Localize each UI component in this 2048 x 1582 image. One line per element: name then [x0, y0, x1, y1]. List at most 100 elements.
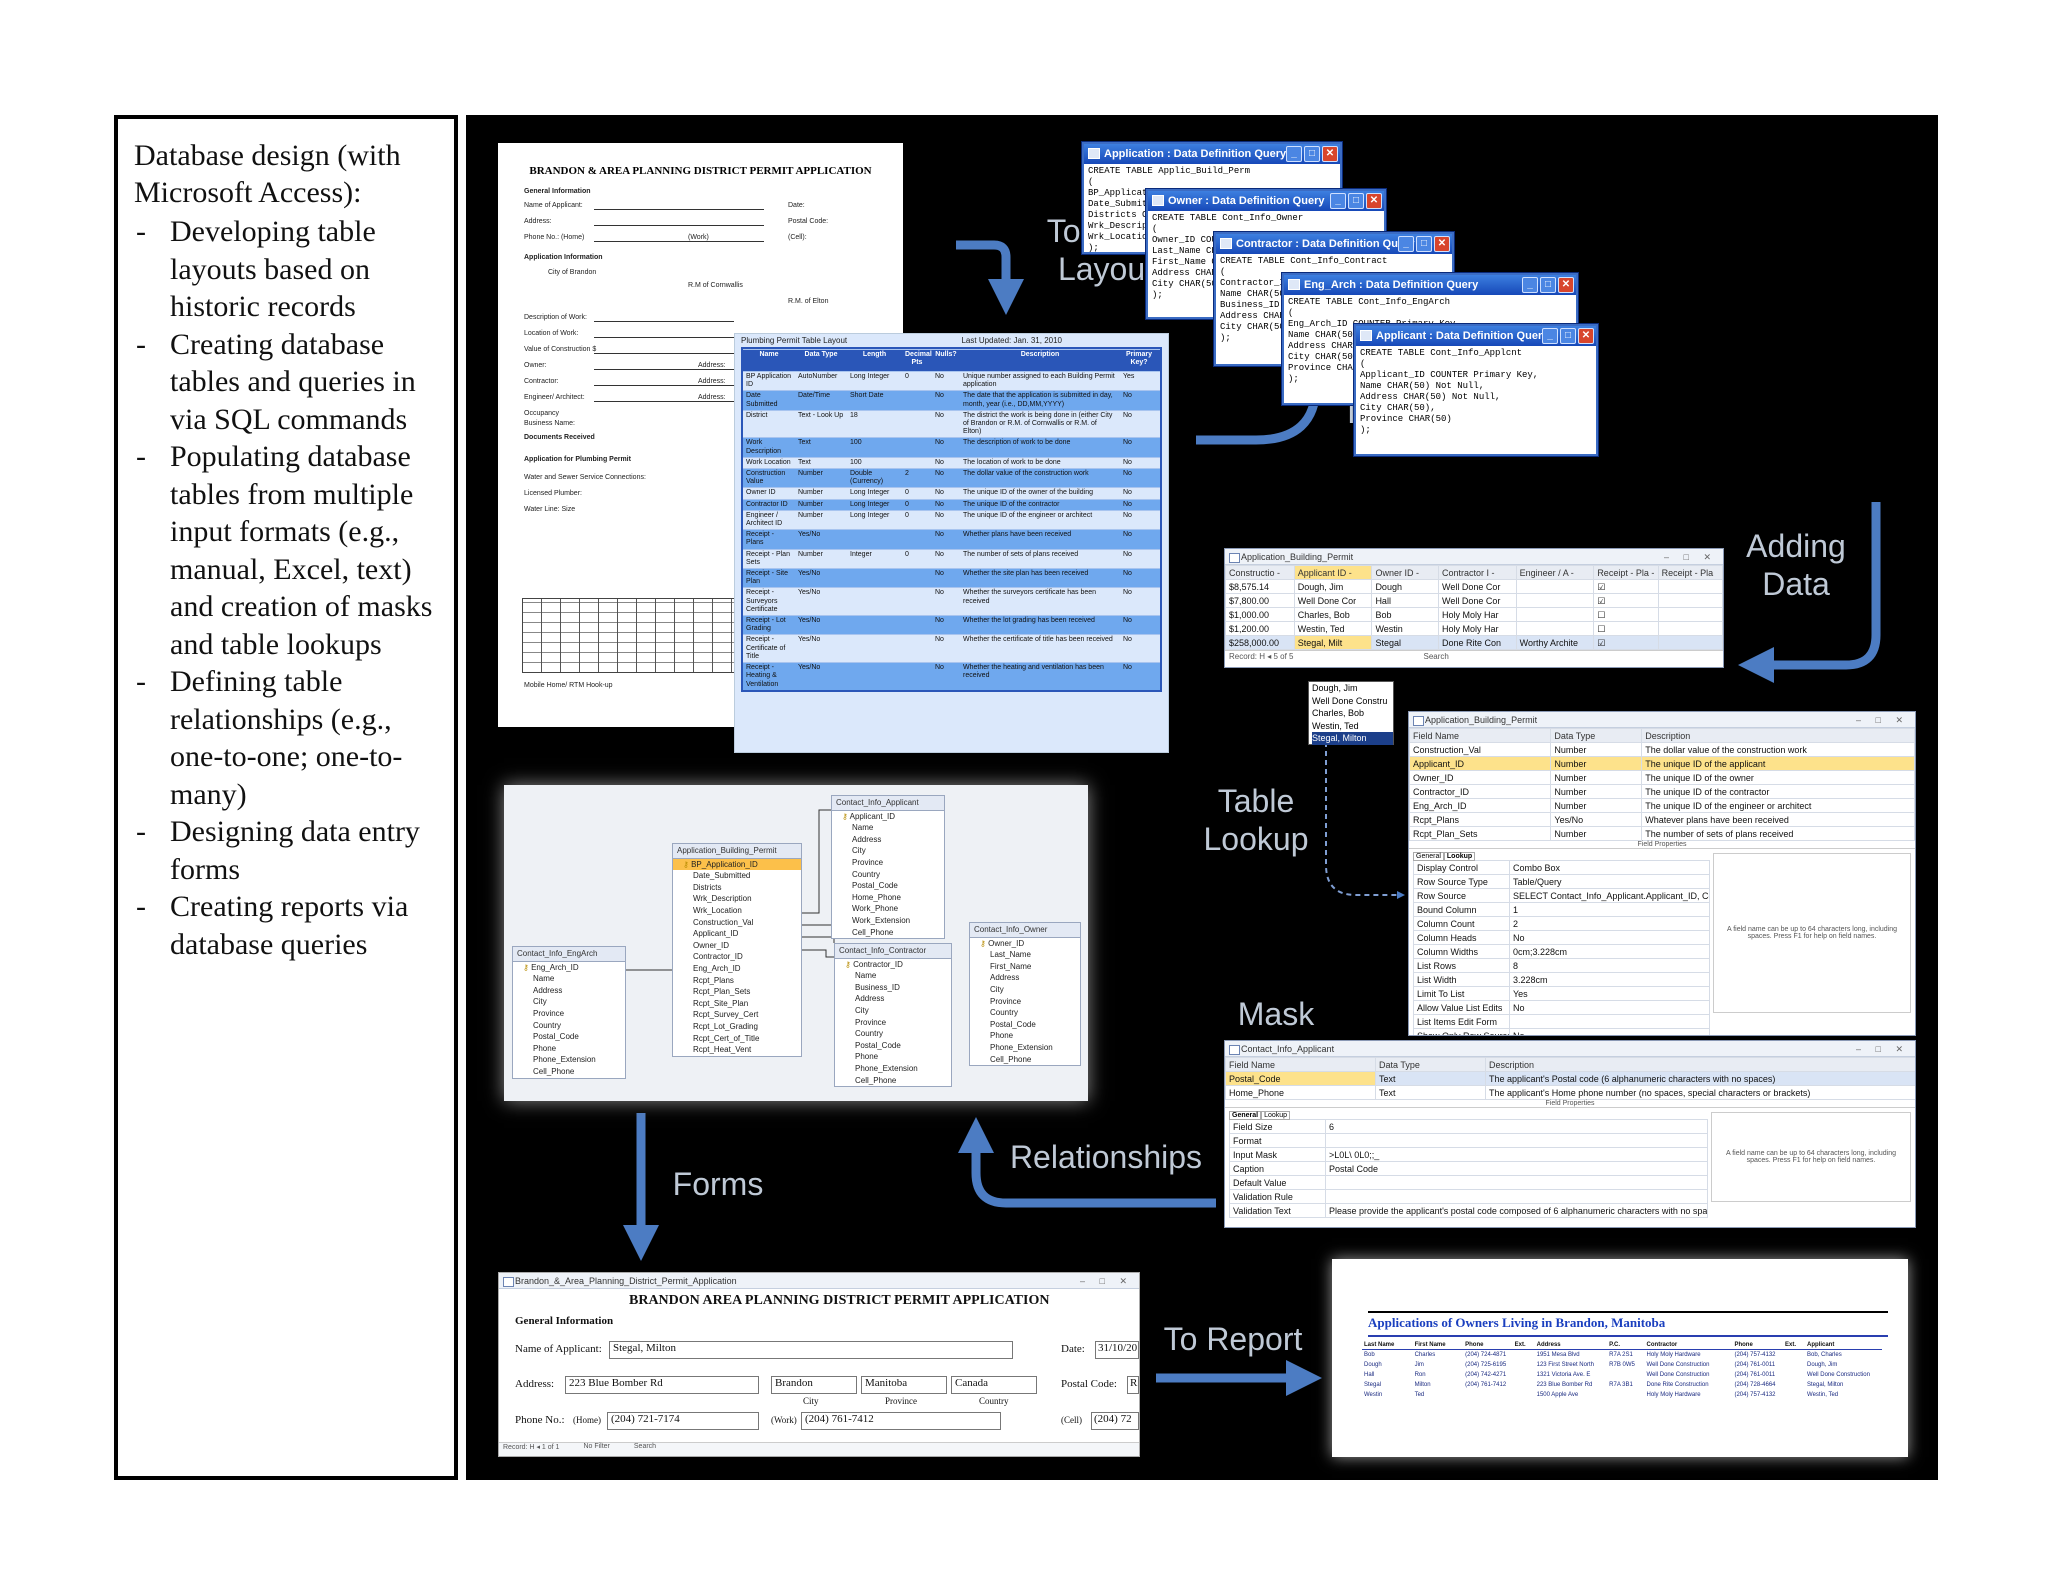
table-cell[interactable]: 3.228cm: [1509, 972, 1710, 987]
address-field[interactable]: 223 Blue Bomber Rd: [565, 1376, 759, 1394]
rel-field[interactable]: Phone_Extension: [533, 1055, 596, 1065]
minimize-icon[interactable]: _: [1542, 328, 1558, 344]
table-cell[interactable]: Charles, Bob: [1293, 607, 1373, 622]
table-cell[interactable]: Hall: [1371, 593, 1439, 608]
rel-field[interactable]: Rcpt_Plan_Sets: [693, 987, 751, 997]
sql-window-titlebar[interactable]: Eng_Arch : Data Definition Query_□✕: [1284, 275, 1576, 295]
minimize-icon[interactable]: _: [1522, 277, 1538, 293]
rel-field[interactable]: BP_Application_ID: [673, 858, 801, 871]
table-cell[interactable]: Dough, Jim: [1293, 579, 1373, 594]
rel-field[interactable]: Work_Extension: [852, 915, 911, 925]
rel-field[interactable]: Country: [533, 1020, 562, 1030]
rel-table-name[interactable]: Contact_Info_Owner: [970, 923, 1080, 938]
table-cell[interactable]: Display Control: [1413, 860, 1510, 875]
close-icon[interactable]: ✕: [1558, 277, 1574, 293]
table-cell[interactable]: Allow Value List Edits: [1413, 1000, 1510, 1015]
rel-field[interactable]: Owner_ID: [970, 938, 1080, 950]
rel-field[interactable]: Province: [855, 1017, 887, 1027]
table-cell[interactable]: [1325, 1175, 1708, 1190]
rel-field[interactable]: Name: [855, 971, 877, 981]
table-cell[interactable]: Text: [1375, 1071, 1486, 1086]
rel-field[interactable]: Rcpt_Site_Plan: [693, 998, 749, 1008]
rel-field[interactable]: Address: [533, 985, 563, 995]
close-icon[interactable]: ✕: [1322, 146, 1338, 162]
table-cell[interactable]: [1515, 579, 1595, 594]
rel-field[interactable]: City: [533, 997, 547, 1007]
column-header[interactable]: Data Type: [1550, 728, 1643, 743]
table-cell[interactable]: Validation Text: [1229, 1203, 1326, 1218]
table-cell[interactable]: Well Done Cor: [1293, 593, 1373, 608]
rel-field[interactable]: Owner_ID: [693, 940, 730, 950]
table-cell[interactable]: Eng_Arch_ID: [1409, 798, 1552, 813]
close-icon[interactable]: ✕: [1366, 193, 1382, 209]
table-cell[interactable]: $1,200.00: [1225, 621, 1295, 636]
tab-lookup[interactable]: Lookup: [1261, 1111, 1291, 1120]
property-row[interactable]: Format: [1229, 1133, 1708, 1148]
table-cell[interactable]: No: [1509, 1028, 1710, 1035]
table-cell[interactable]: Field Size: [1229, 1119, 1326, 1134]
rel-field[interactable]: Address: [855, 994, 885, 1004]
dropdown-option[interactable]: Charles, Bob: [1312, 708, 1365, 718]
rel-field[interactable]: Province: [990, 996, 1022, 1006]
rel-field[interactable]: Name: [852, 823, 874, 833]
property-row[interactable]: Default Value: [1229, 1175, 1708, 1190]
dropdown-option[interactable]: Stegal, Milton: [1312, 732, 1393, 745]
table-cell[interactable]: Number: [1550, 784, 1643, 799]
form-filter[interactable]: No Filter: [583, 1443, 610, 1450]
table-cell[interactable]: The unique ID of the owner: [1641, 770, 1915, 785]
table-cell[interactable]: Default Value: [1229, 1175, 1326, 1190]
table-cell[interactable]: ☑: [1593, 579, 1659, 594]
close-icon[interactable]: ✕: [1578, 328, 1594, 344]
rel-field[interactable]: Rcpt_Lot_Grading: [693, 1021, 758, 1031]
table-cell[interactable]: No: [1509, 930, 1710, 945]
table-cell[interactable]: Yes: [1509, 986, 1710, 1001]
rel-field[interactable]: Postal_Code: [855, 1040, 901, 1050]
table-cell[interactable]: Worthy Archite: [1515, 635, 1595, 650]
minimize-icon[interactable]: _: [1398, 236, 1414, 252]
table-cell[interactable]: List Width: [1413, 972, 1510, 987]
rel-field[interactable]: Country: [990, 1008, 1019, 1018]
form-search[interactable]: Search: [633, 1443, 657, 1450]
rel-field[interactable]: First_Name: [990, 961, 1032, 971]
table-cell[interactable]: ☐: [1593, 621, 1659, 636]
table-cell[interactable]: Text: [1375, 1085, 1486, 1100]
table-cell[interactable]: Stegal: [1371, 635, 1439, 650]
table-cell[interactable]: List Rows: [1413, 958, 1510, 973]
table-cell[interactable]: Whatever plans have been received: [1641, 812, 1915, 827]
table-cell[interactable]: Column Heads: [1413, 930, 1510, 945]
rel-field[interactable]: Postal_Code: [533, 1032, 579, 1042]
table-cell[interactable]: No: [1509, 1000, 1710, 1015]
minimize-icon[interactable]: _: [1286, 146, 1302, 162]
minimize-icon[interactable]: _: [1330, 193, 1346, 209]
maximize-icon[interactable]: □: [1416, 236, 1432, 252]
maximize-icon[interactable]: □: [1560, 328, 1576, 344]
table-cell[interactable]: $1,000.00: [1225, 607, 1295, 622]
tab-lookup[interactable]: Lookup: [1443, 852, 1476, 861]
rel-field[interactable]: Postal_Code: [990, 1019, 1036, 1029]
datasheet-search[interactable]: Search: [1423, 652, 1449, 661]
rel-field[interactable]: Name: [533, 974, 555, 984]
table-cell[interactable]: Holy Moly Har: [1438, 607, 1517, 622]
table-cell[interactable]: The applicant's Home phone number (no sp…: [1485, 1085, 1915, 1100]
table-cell[interactable]: 0cm;3.228cm: [1509, 944, 1710, 959]
table-cell[interactable]: [1657, 607, 1723, 622]
dropdown-option[interactable]: Dough, Jim: [1312, 683, 1358, 693]
column-header[interactable]: Receipt - Pla: [1657, 565, 1723, 580]
rel-field[interactable]: Country: [852, 869, 881, 879]
table-cell[interactable]: Row Source Type: [1413, 874, 1510, 889]
rel-field[interactable]: Applicant_ID: [832, 811, 944, 823]
table-cell[interactable]: Format: [1229, 1133, 1326, 1148]
table-cell[interactable]: Show Only Row Source V: [1413, 1028, 1510, 1035]
close-icon[interactable]: ✕: [1434, 236, 1450, 252]
rel-field[interactable]: Phone: [533, 1043, 557, 1053]
rel-table-name[interactable]: Application_Building_Permit: [673, 844, 801, 859]
applicant-name-field[interactable]: Stegal, Milton: [609, 1341, 1013, 1359]
dropdown-option[interactable]: Well Done Constru: [1312, 695, 1388, 706]
